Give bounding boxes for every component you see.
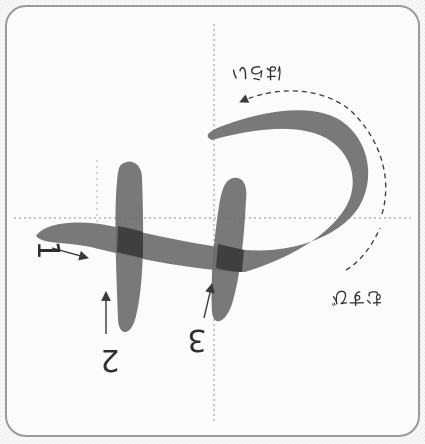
stroke-number-2: 2 bbox=[100, 342, 119, 377]
stroke-number-3: 3 bbox=[187, 322, 206, 357]
annotation-harai-group: はらい bbox=[232, 62, 283, 82]
stroke-number-2-group: 2 bbox=[100, 342, 119, 377]
annotation-musubi: むすび bbox=[332, 287, 383, 307]
annotation-musubi-group: むすび bbox=[332, 287, 383, 307]
annotation-harai: はらい bbox=[232, 62, 283, 82]
stroke-number-1-group: 1 bbox=[30, 240, 65, 259]
stroke-number-1: 1 bbox=[30, 240, 65, 259]
diagram-frame bbox=[6, 6, 419, 436]
stroke-number-3-group: 3 bbox=[187, 322, 206, 357]
